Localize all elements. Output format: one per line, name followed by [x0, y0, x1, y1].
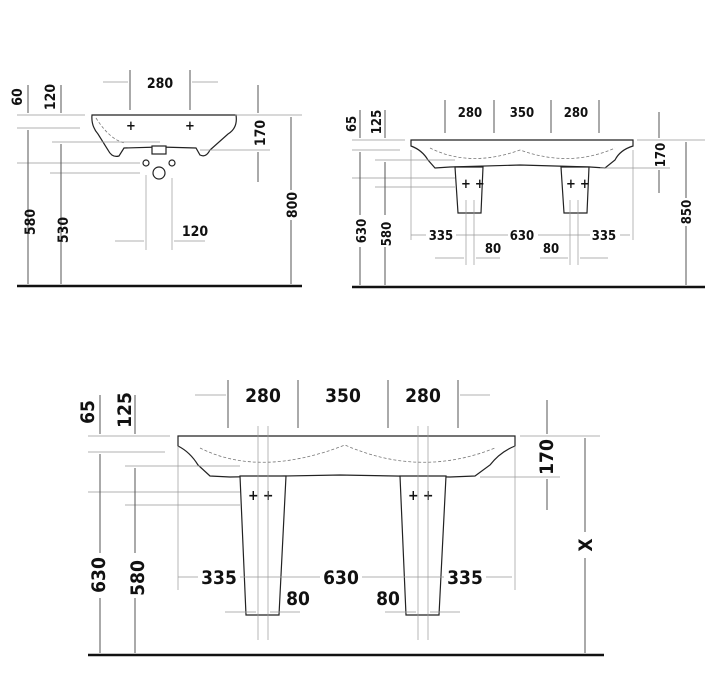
dim-350: 350: [510, 106, 534, 121]
drawing-single-basin: + + 280 60 120 580 530 170 800 120: [10, 70, 302, 288]
supply-left: [142, 159, 150, 167]
dim-335-right: 335: [592, 229, 616, 244]
dim-280-right: 280: [564, 106, 588, 121]
tap-hole-mark: +: [126, 119, 136, 134]
waste-outlet: [152, 166, 166, 180]
dim-280-left: 280: [458, 106, 482, 121]
dim-335-left: 335: [429, 229, 453, 244]
dim-280-left: 280: [245, 385, 281, 407]
supply-mark: + +: [248, 488, 274, 504]
dim-580: 580: [380, 222, 395, 246]
drawing-double-basin-full-pedestal: + + + + 280 350 280 65 125 630 580 170 X…: [77, 380, 604, 657]
dim-125: 125: [370, 110, 385, 134]
half-pedestal-right: [560, 166, 590, 214]
overflow: [151, 145, 167, 155]
dim-530: 530: [56, 217, 72, 244]
dim-80-right: 80: [376, 588, 400, 610]
tap-hole-mark: +: [185, 119, 195, 134]
dim-80-left: 80: [286, 588, 310, 610]
dim-280: 280: [147, 76, 174, 92]
dim-335-right: 335: [447, 567, 483, 589]
dim-170: 170: [536, 439, 558, 475]
supply-mark: + +: [566, 177, 590, 192]
dim-65: 65: [77, 400, 99, 424]
dim-125: 125: [114, 392, 136, 428]
dim-350: 350: [325, 385, 361, 407]
dim-335-left: 335: [201, 567, 237, 589]
dim-630-center: 630: [323, 567, 359, 589]
pedestal-left: [239, 475, 287, 616]
dim-65: 65: [345, 116, 360, 132]
basin-bowls: [429, 147, 616, 159]
dim-580: 580: [127, 560, 149, 596]
dim-630-height: 630: [88, 557, 110, 593]
dim-80-right: 80: [543, 242, 559, 257]
dim-170: 170: [654, 143, 669, 167]
dim-120-top: 120: [43, 84, 59, 111]
dim-120-waste: 120: [182, 224, 209, 240]
dim-580: 580: [23, 209, 39, 236]
dim-280-right: 280: [405, 385, 441, 407]
dim-x-height: X: [575, 538, 597, 551]
basin-outline: [91, 114, 237, 157]
dim-630-center: 630: [510, 229, 534, 244]
pedestal-right: [399, 475, 447, 616]
dim-60: 60: [10, 88, 26, 106]
basin-bowls: [199, 444, 496, 463]
half-pedestal-left: [454, 166, 484, 214]
supply-mark: + +: [461, 177, 485, 192]
dim-630-height: 630: [355, 219, 370, 243]
dim-800: 800: [285, 192, 301, 219]
dim-850: 850: [680, 200, 695, 224]
supply-mark: + +: [408, 488, 434, 504]
basin-outline: [177, 435, 516, 478]
basin-outline: [410, 139, 634, 169]
supply-right: [168, 159, 176, 167]
dim-170: 170: [253, 120, 269, 147]
drawing-double-basin-half-pedestal: + + + + 280 350 280 65 125 630 580 170 8…: [345, 100, 705, 289]
dim-80-left: 80: [485, 242, 501, 257]
